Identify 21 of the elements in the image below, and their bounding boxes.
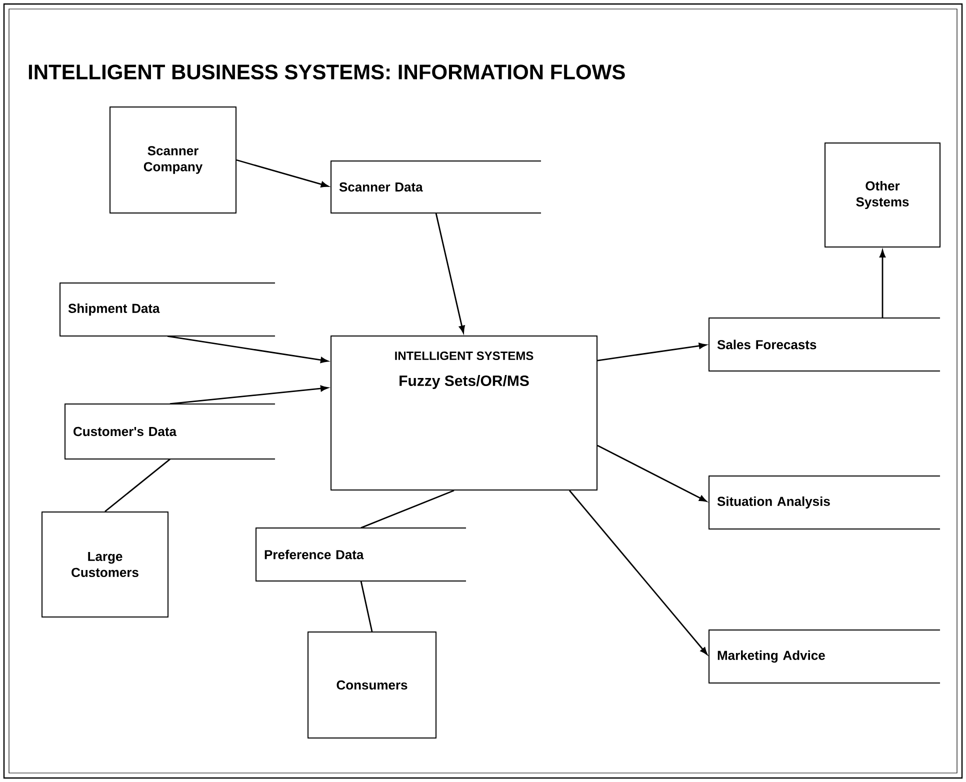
entity-box: Consumers <box>308 632 436 738</box>
arrow <box>568 490 708 655</box>
data-store: Preference Data <box>256 528 466 582</box>
entity-box: Large Customers <box>42 512 168 618</box>
entity-box: Scanner Company <box>110 106 236 214</box>
data-store: Shipment Data <box>60 282 276 336</box>
arrow <box>880 250 886 318</box>
data-store: Sales Forecasts <box>708 318 940 372</box>
data-store: Scanner Data <box>330 160 542 214</box>
arrow <box>435 213 465 334</box>
arrow <box>170 385 328 404</box>
data-store: Marketing Advice <box>708 630 940 684</box>
entity-box: Other Systems <box>824 142 940 248</box>
arrow <box>597 342 706 362</box>
arrow <box>236 159 329 188</box>
data-store: Situation Analysis <box>708 476 940 530</box>
process-box: INTELLIGENT SYSTEMS Fuzzy Sets/OR/MS <box>330 336 598 490</box>
arrow <box>167 336 328 364</box>
arrow <box>597 444 707 502</box>
title: INTELLIGENT BUSINESS SYSTEMS: INFORMATION FLOWS <box>28 64 625 80</box>
data-store: Customer's Data <box>64 404 276 460</box>
